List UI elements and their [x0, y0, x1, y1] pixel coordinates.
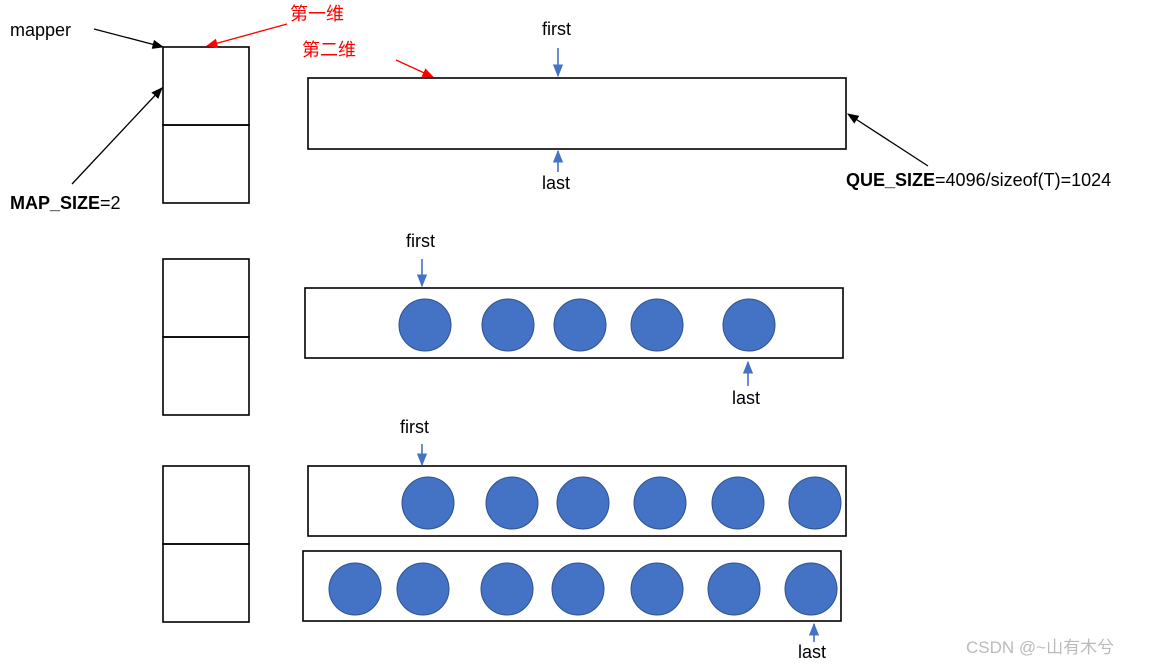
last-label-stage3: last: [798, 642, 827, 662]
buffer-element: [480, 562, 534, 616]
map-size-arrow: [71, 87, 163, 185]
que-size-value: =4096/sizeof(T)=1024: [935, 170, 1112, 190]
buffer-stage3-a: [307, 465, 847, 537]
dim2-arrow: [395, 59, 435, 78]
dim1-arrow: [205, 23, 288, 48]
first-label-stage2: first: [406, 231, 435, 251]
buffer-element: [630, 298, 684, 352]
buffer-stage1: [307, 77, 847, 150]
buffer-stage2: [304, 287, 844, 359]
buffer-element: [722, 298, 776, 352]
dim2-label: 第二维: [302, 40, 356, 60]
last-label-stage1: last: [542, 173, 571, 193]
map-block-1: [162, 258, 250, 338]
buffer-element: [481, 298, 535, 352]
first-label-stage1: first: [542, 19, 571, 39]
map-array-stage2: [162, 258, 250, 416]
buffer-element: [707, 562, 761, 616]
map-block-2: [162, 543, 250, 623]
map-size-name: MAP_SIZE: [10, 193, 101, 213]
buffer-element: [556, 476, 610, 530]
buffer-element: [633, 476, 687, 530]
buffer-element: [485, 476, 539, 530]
buffer-element: [788, 476, 842, 530]
watermark: CSDN @~山有木兮: [966, 638, 1115, 657]
buffer-element: [551, 562, 605, 616]
map-size-value: =2: [100, 193, 121, 213]
dim1-label: 第一维: [290, 4, 344, 24]
map-block-1: [162, 465, 250, 545]
buffer-elements-stage2: [398, 298, 776, 352]
buffer-element: [711, 476, 765, 530]
buffer-elements-stage3-a: [401, 476, 842, 530]
map-array-stage3: [162, 465, 250, 623]
buffer-element: [328, 562, 382, 616]
map-block-1: [162, 46, 250, 126]
mapper-label: mapper: [10, 20, 72, 40]
map-block-2: [162, 336, 250, 416]
map-size-label: MAP_SIZE=2: [10, 193, 121, 213]
map-array-stage1: [162, 46, 250, 204]
buffer-elements-stage3-b: [328, 562, 838, 616]
mapper-arrow: [93, 28, 165, 49]
buffer-element: [401, 476, 455, 530]
que-size-label: QUE_SIZE=4096/sizeof(T)=1024: [846, 170, 1111, 190]
buffer-stage3-b: [302, 550, 842, 622]
que-size-name: QUE_SIZE: [846, 170, 936, 190]
buffer-element: [398, 298, 452, 352]
last-label-stage2: last: [732, 388, 761, 408]
buffer-element: [784, 562, 838, 616]
que-size-arrow: [847, 113, 929, 167]
buffer-element: [396, 562, 450, 616]
first-label-stage3: first: [400, 417, 429, 437]
buffer-element: [630, 562, 684, 616]
map-block-2: [162, 124, 250, 204]
buffer-element: [553, 298, 607, 352]
